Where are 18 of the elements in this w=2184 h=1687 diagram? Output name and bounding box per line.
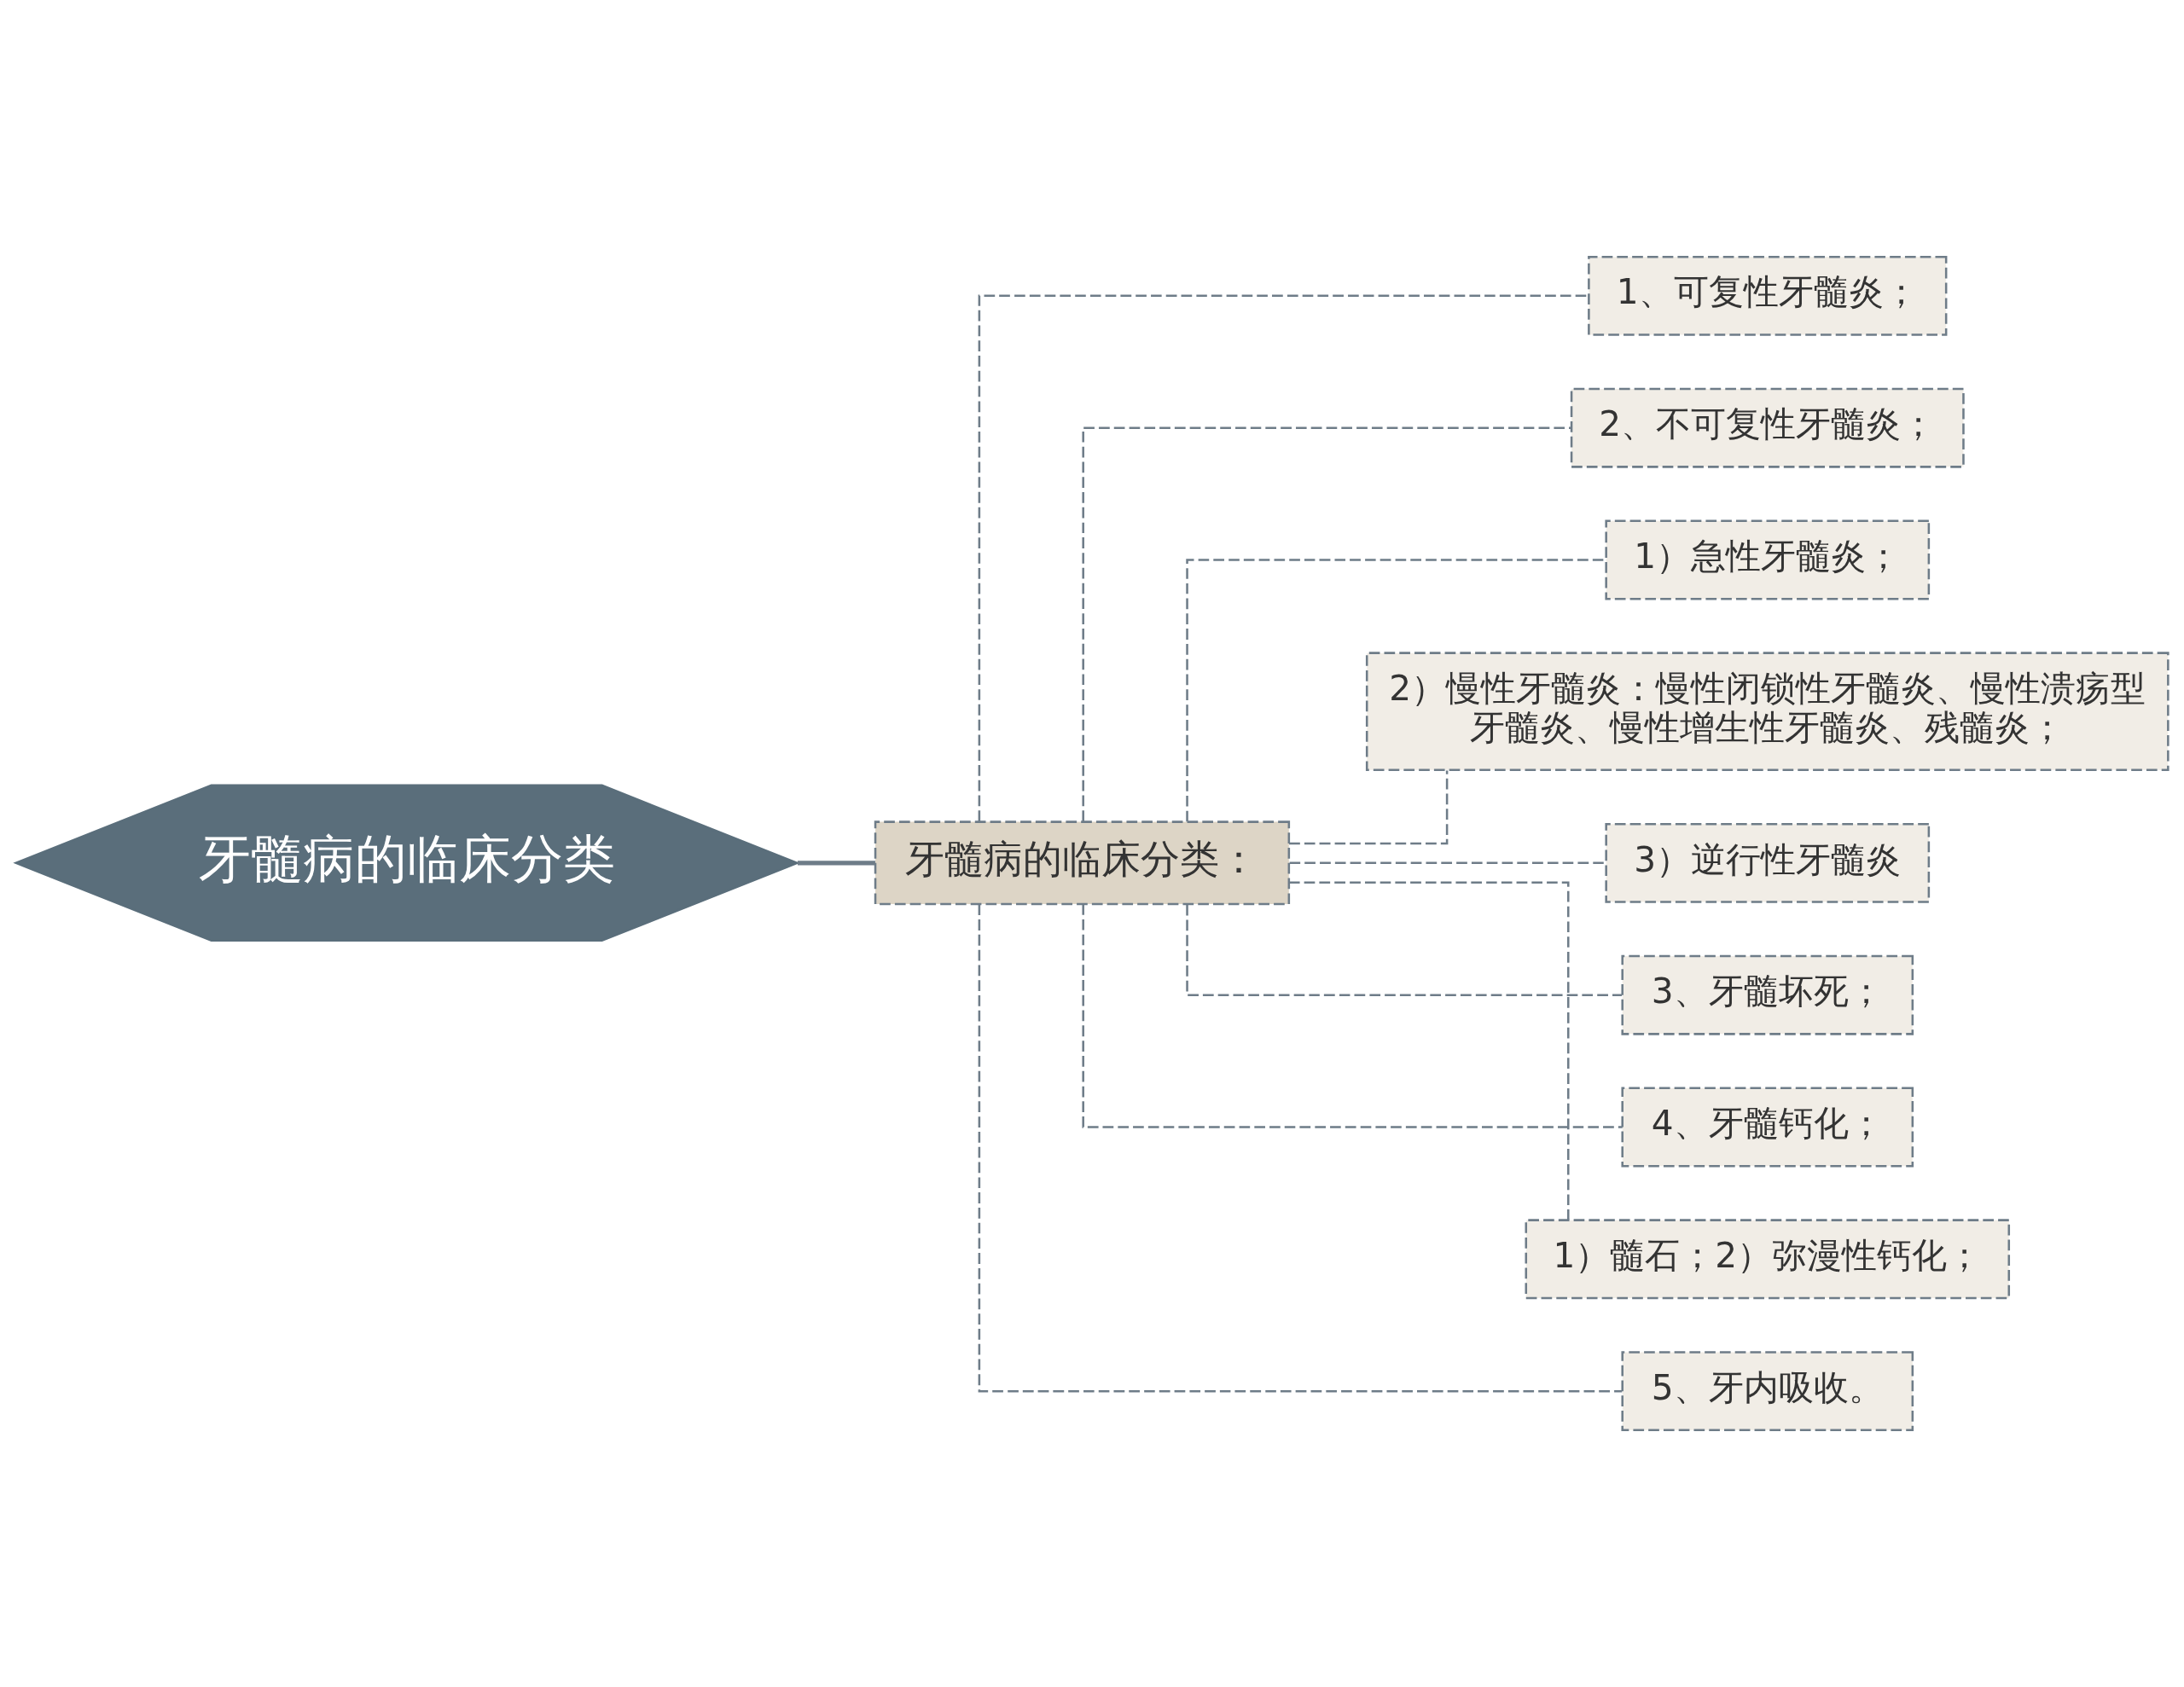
node-box: 1）急性牙髓炎； [1605,519,1931,600]
connector [1082,426,1571,821]
connector [1289,861,1606,865]
node-box: 2、不可复性牙髓炎； [1570,387,1965,468]
node-box: 5、牙内吸收。 [1621,1351,1914,1432]
connector [1186,904,1622,996]
connector [1289,770,1449,845]
connector [978,904,1623,1393]
node-box: 1、可复性牙髓炎； [1588,255,1948,336]
node-box: 4、牙髓钙化； [1621,1087,1914,1168]
connector [797,861,875,866]
connector [1082,904,1623,1128]
node-box: 3、牙髓坏死； [1621,954,1914,1035]
connector [1288,881,1570,1220]
node-box: 牙髓病的临床分类： [874,820,1291,906]
node-box: 2）慢性牙髓炎：慢性闭锁性牙髓炎、慢性溃疡型牙髓炎、慢性增生性牙髓炎、残髓炎； [1365,652,2169,771]
node-box: 1）髓石；2）弥漫性钙化； [1525,1219,2011,1300]
node-box: 3）逆行性牙髓炎 [1605,822,1931,903]
